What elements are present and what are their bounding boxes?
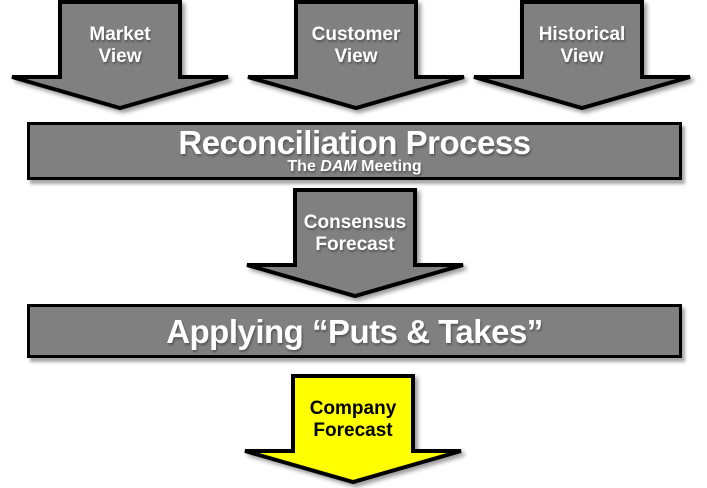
down-arrow-icon	[11, 0, 229, 111]
down-arrow-icon	[473, 0, 691, 111]
historical-view-label: Historical View	[538, 23, 626, 67]
consensus-forecast-arrow: Consensus Forecast	[243, 188, 467, 300]
company-forecast-arrow: Company Forecast	[241, 374, 465, 486]
dam-meeting-subtitle: The DAM Meeting	[287, 158, 422, 176]
market-view-arrow: Market View	[8, 0, 232, 112]
reconciliation-process-bar: Reconciliation Process The DAM Meeting	[27, 122, 682, 180]
customer-view-label: Customer View	[311, 23, 401, 67]
reconciliation-process-title: Reconciliation Process	[178, 124, 531, 162]
customer-view-arrow: Customer View	[244, 0, 468, 112]
puts-takes-bar: Applying “Puts & Takes”	[27, 304, 682, 358]
down-arrow-icon	[244, 374, 462, 485]
historical-view-arrow: Historical View	[470, 0, 694, 112]
market-view-label: Market View	[89, 23, 151, 67]
subtitle-emphasis: DAM	[320, 158, 357, 176]
down-arrow-icon	[247, 0, 465, 111]
subtitle-prefix: The	[287, 158, 321, 176]
down-arrow-icon	[246, 188, 464, 299]
company-forecast-label: Company Forecast	[309, 397, 397, 441]
subtitle-suffix: Meeting	[356, 158, 422, 176]
consensus-forecast-label: Consensus Forecast	[303, 211, 407, 255]
puts-takes-title: Applying “Puts & Takes”	[166, 312, 543, 350]
